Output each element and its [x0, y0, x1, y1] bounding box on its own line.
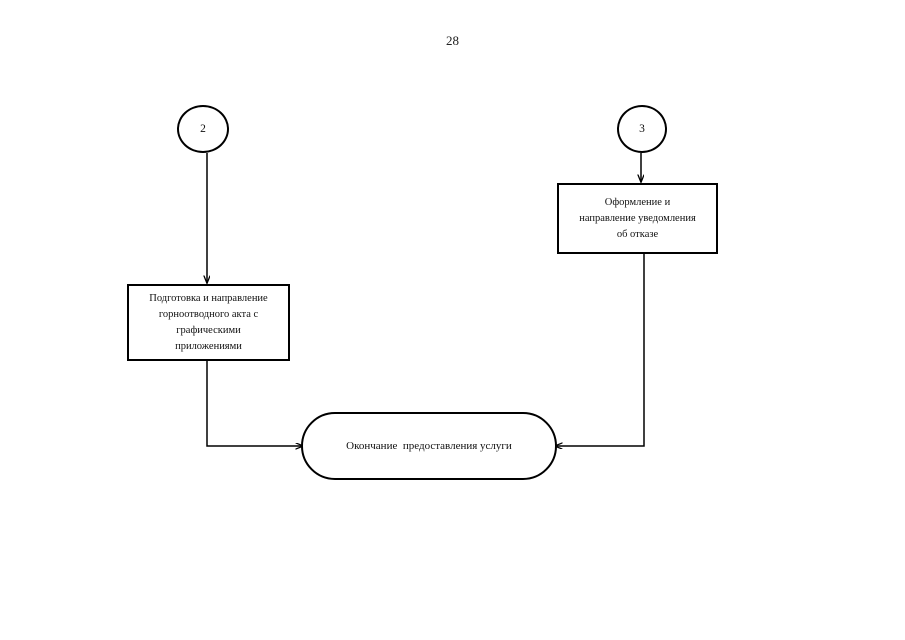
connector-circle-3: 3	[617, 105, 667, 153]
connector-circle-2: 2	[177, 105, 229, 153]
terminal-end-of-service: Окончание предоставления услуги	[301, 412, 557, 480]
process-box-uvedomlenie-ob-otkaze: Оформление и направление уведомления об …	[557, 183, 718, 254]
process-box-gornootvodny-akt: Подготовка и направление горноотводного …	[127, 284, 290, 361]
page-number: 28	[446, 33, 459, 48]
process-box-line: Подготовка и направление	[149, 292, 268, 304]
edge-process-to-terminal	[206, 361, 303, 446]
connector-circle-2-label: 2	[200, 123, 206, 135]
process-box-line: об отказе	[616, 228, 659, 240]
process-box-line: Оформление и	[604, 196, 671, 208]
process-box-line: горноотводного акта с	[158, 308, 259, 320]
terminal-end-label: Окончание предоставления услуги	[346, 440, 512, 452]
edge-otkaz-to-terminal	[555, 254, 645, 446]
process-box-line: приложениями	[175, 340, 242, 352]
process-box-line: графическими	[176, 324, 241, 336]
connector-circle-3-label: 3	[639, 123, 645, 135]
process-box-line: направление уведомления	[579, 212, 696, 224]
